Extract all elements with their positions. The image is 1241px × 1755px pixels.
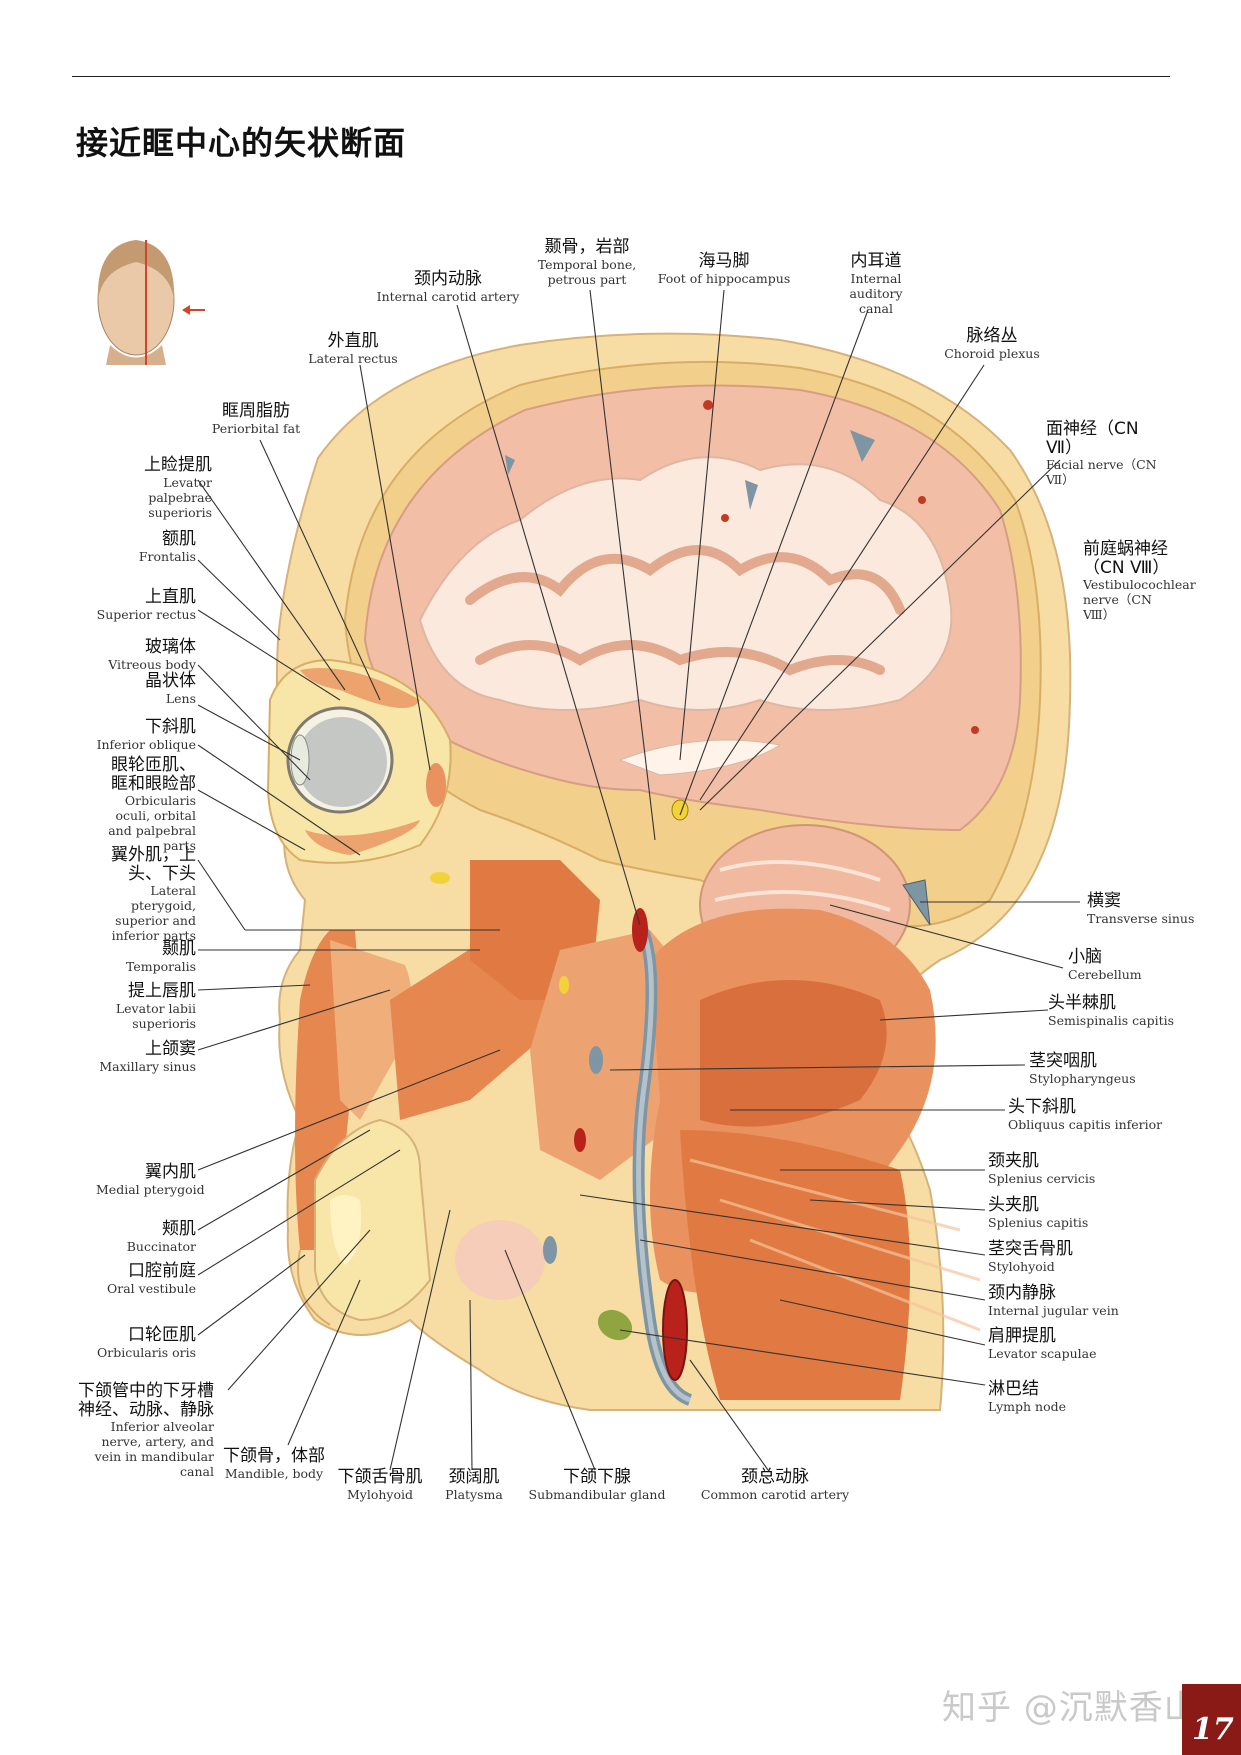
label-vestibulocochlear-nerve: 前庭蜗神经（CN Ⅷ）Vestibulocochlear nerve（CN Ⅷ） xyxy=(1083,539,1196,623)
label-facial-nerve: 面神经（CN Ⅶ）Facial nerve（CN Ⅶ） xyxy=(1046,419,1157,488)
orbit-region xyxy=(266,658,452,884)
face-neck-muscles xyxy=(295,799,981,1406)
page-number: 17 xyxy=(1182,1684,1241,1755)
page-title: 接近眶中心的矢状断面 xyxy=(76,124,407,162)
leader-lines xyxy=(197,289,1080,1471)
top-rule xyxy=(72,76,1170,77)
watermark: 知乎 @沉默香山 xyxy=(942,1688,1199,1728)
head-orientation-icon xyxy=(97,240,205,365)
